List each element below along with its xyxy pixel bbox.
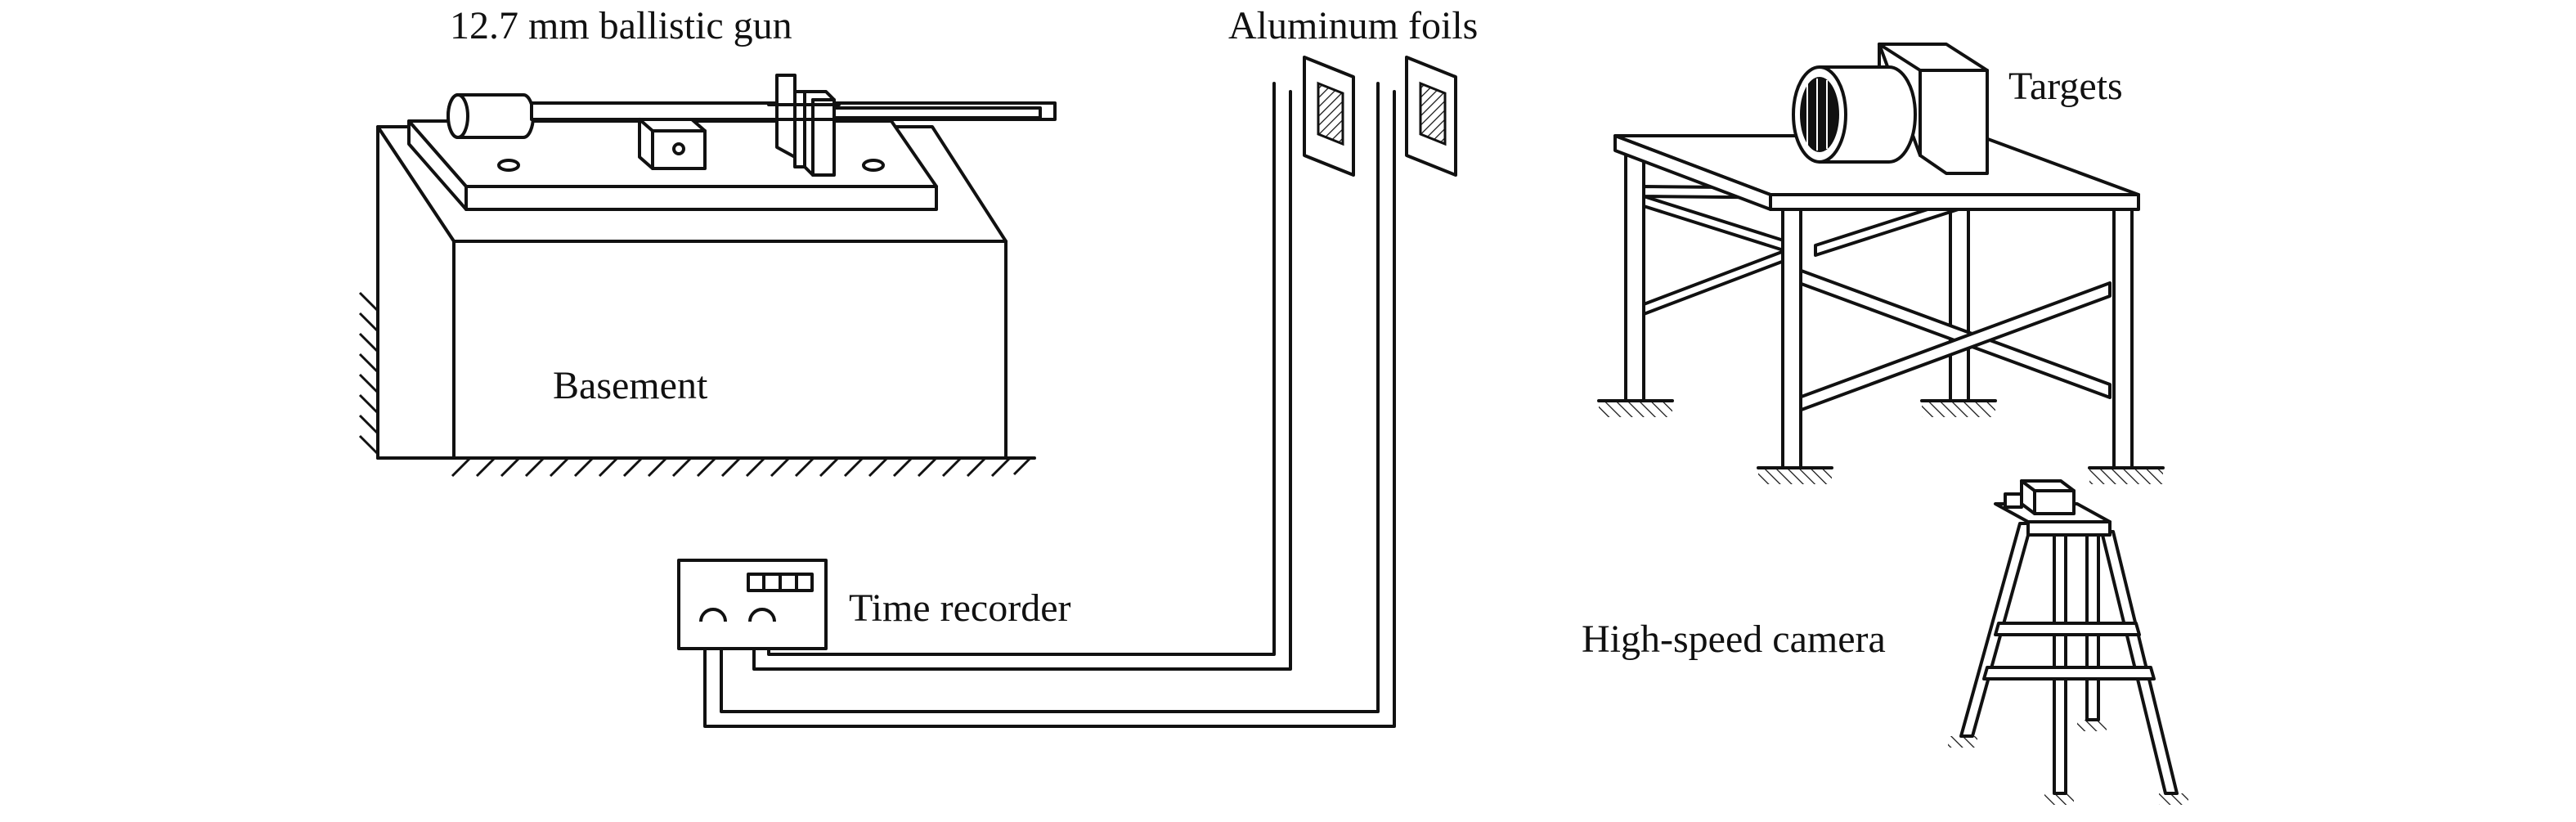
tripod-foot-hatch-3 [2077, 720, 2107, 731]
wire-foil2-a [720, 82, 1380, 713]
label-time-recorder: Time recorder [849, 586, 1071, 630]
mount-plate-edge [464, 185, 938, 211]
time-recorder-jack-left [699, 608, 727, 622]
camera-lens [2004, 492, 2023, 509]
targets [1792, 43, 1989, 175]
tripod-brace-upper [1994, 622, 2141, 636]
table-leg-front-right [2112, 207, 2134, 469]
table-leg-back-left [1624, 150, 1645, 402]
mount-bolt-right [862, 159, 885, 172]
label-targets: Targets [2008, 65, 2123, 108]
gun-breech-end [447, 93, 469, 139]
mount-bolt-left [497, 159, 520, 172]
table-top-side [1613, 134, 1772, 211]
basement-wall-hatch [358, 291, 379, 456]
time-recorder-jack-right [748, 608, 776, 622]
table-foot-hatch-2 [1922, 401, 1995, 417]
gun-support-a [775, 74, 797, 159]
basement-front-face [452, 240, 1008, 460]
basement-side-face [376, 125, 456, 460]
label-high-speed-camera: High-speed camera [1582, 618, 1886, 661]
foil-1-sheet [1317, 81, 1344, 146]
basement-ground-hatch [451, 456, 1032, 478]
wire-foil2-b [703, 90, 1396, 728]
table-leg-front-left [1781, 207, 1802, 469]
aluminum-foil-1 [1303, 56, 1355, 177]
table-top-edge [1769, 193, 2140, 211]
target-table [1597, 134, 2165, 484]
table-foot-hatch-4 [2089, 468, 2163, 484]
label-ballistic-gun: 12.7 mm ballistic gun [450, 4, 792, 47]
label-aluminum-foils: Aluminum foils [1228, 4, 1479, 47]
gun-clamp-bolt [672, 142, 685, 155]
table-brace-left-bottom [1642, 244, 1801, 316]
tripod-foot-hatch-1 [1948, 736, 1977, 748]
target-cylinder-face [1800, 77, 1839, 152]
tripod-foot-hatch-2 [2044, 793, 2074, 805]
gun-barrel-muzzle [816, 106, 1042, 119]
tripod-foot-hatch-4 [2159, 793, 2188, 805]
tripod-brace-lower [1982, 666, 2156, 681]
high-speed-camera [1948, 479, 2188, 805]
tripod-platform-edge [2026, 520, 2112, 537]
tripod-leg-right [2100, 530, 2179, 795]
ballistic-gun [447, 74, 1057, 177]
foil-2-sheet [1419, 81, 1447, 146]
tripod-leg-front [2053, 530, 2067, 795]
table-foot-hatch-1 [1599, 401, 1672, 417]
aluminum-foil-2 [1405, 56, 1457, 177]
mount-plate-side [407, 119, 468, 211]
time-recorder [677, 559, 828, 650]
label-basement: Basement [553, 364, 708, 407]
table-foot-hatch-3 [1758, 468, 1832, 484]
